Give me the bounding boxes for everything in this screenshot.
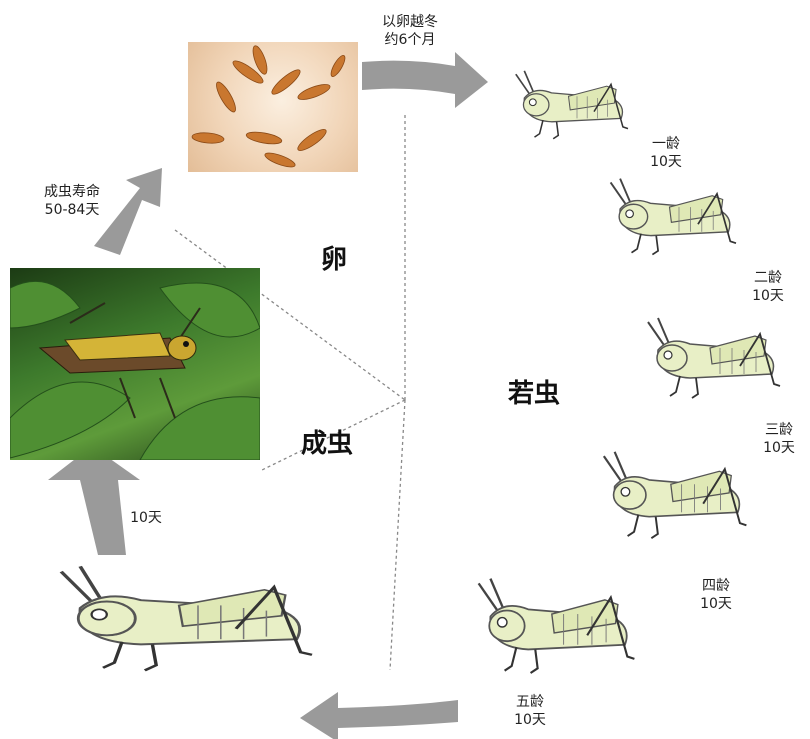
adult-lifespan-line2: 50-84天: [22, 202, 122, 220]
instar-1-label: 一龄 10天: [636, 136, 696, 171]
instar-2-days: 10天: [738, 288, 798, 306]
third-instar-drawing: [648, 318, 780, 398]
instar-3-days: 10天: [752, 440, 806, 458]
instar-4-label: 四龄 10天: [686, 578, 746, 613]
overwinter-line1: 以卵越冬: [360, 14, 460, 32]
instar-5-name: 五龄: [500, 694, 560, 712]
second-instar-drawing: [611, 179, 736, 255]
instar-3-name: 三龄: [752, 422, 806, 440]
fourth-instar-drawing: [604, 452, 747, 538]
overwinter-line2: 约6个月: [360, 32, 460, 50]
adult-stage-label: 成虫: [282, 428, 372, 461]
adult-lifespan-label: 成虫寿命 50-84天: [22, 184, 122, 219]
young-adult-drawing: [61, 566, 312, 670]
instar-3-label: 三龄 10天: [752, 422, 806, 457]
instar-4-name: 四龄: [686, 578, 746, 596]
nymph-stage-label: 若虫: [494, 378, 574, 411]
to-adult-days-label: 10天: [116, 510, 176, 528]
adult-lifespan-line1: 成虫寿命: [22, 184, 122, 202]
instar-5-days: 10天: [500, 712, 560, 730]
instar-4-days: 10天: [686, 596, 746, 614]
overwinter-label: 以卵越冬 约6个月: [360, 14, 460, 49]
egg-stage-label: 卵: [304, 244, 364, 277]
instar-1-days: 10天: [636, 154, 696, 172]
instar-1-name: 一龄: [636, 136, 696, 154]
instar-2-label: 二龄 10天: [738, 270, 798, 305]
first-instar-drawing: [516, 71, 628, 139]
instar-5-label: 五龄 10天: [500, 694, 560, 729]
fifth-instar-drawing: [479, 579, 635, 673]
instar-2-name: 二龄: [738, 270, 798, 288]
